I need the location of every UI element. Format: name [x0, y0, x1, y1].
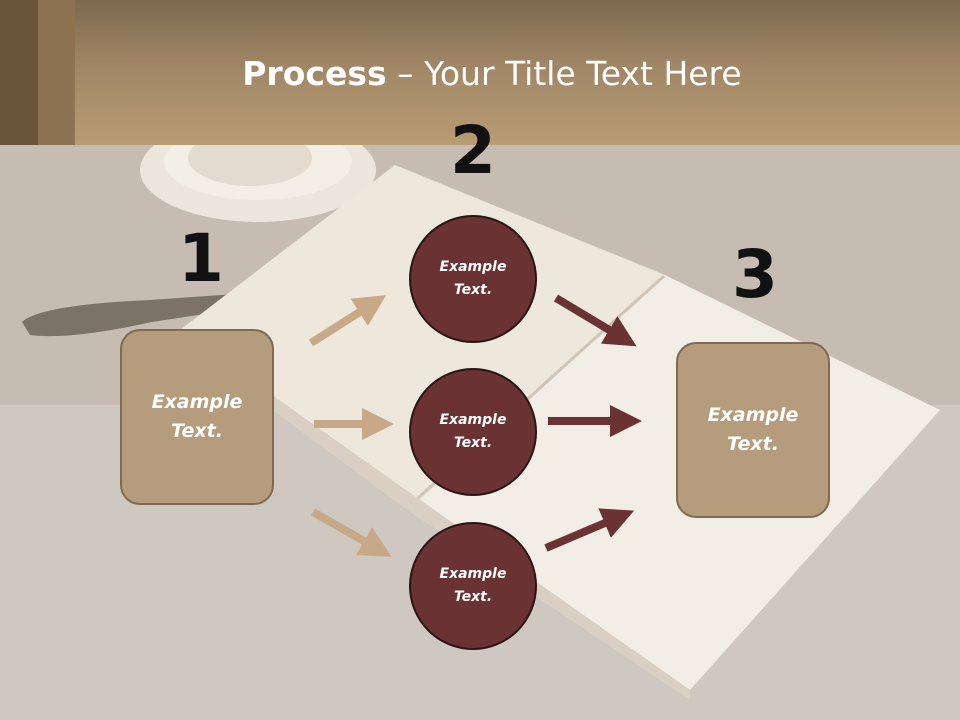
header-band: [0, 0, 960, 145]
left-process-box: Example Text.: [120, 329, 274, 505]
step-number-2: 2: [450, 112, 496, 189]
circle-top-text: Example Text.: [439, 259, 507, 298]
circle-bottom-text: Example Text.: [439, 566, 507, 605]
header-accent-dark: [0, 0, 38, 145]
circle-middle-text: Example Text.: [439, 412, 507, 451]
circle-bottom: Example Text.: [409, 522, 537, 650]
right-box-text: Example Text.: [707, 404, 799, 455]
arrow-from-circle-bottom: [544, 508, 635, 552]
header-accent-mid: [38, 0, 75, 145]
left-box-text: Example Text.: [151, 391, 243, 442]
right-process-box: Example Text.: [676, 342, 830, 518]
slide-title: Process – Your Title Text Here: [0, 54, 960, 93]
step-number-1: 1: [178, 220, 224, 297]
step-number-3: 3: [732, 236, 778, 313]
arrow-from-circle-top: [553, 294, 637, 347]
circle-top: Example Text.: [409, 215, 537, 343]
arrow-to-circle-top: [308, 295, 387, 347]
arrow-to-circle-bottom: [311, 508, 392, 557]
title-rest: – Your Title Text Here: [386, 54, 742, 93]
title-bold: Process: [242, 54, 387, 93]
circle-middle: Example Text.: [409, 368, 537, 496]
